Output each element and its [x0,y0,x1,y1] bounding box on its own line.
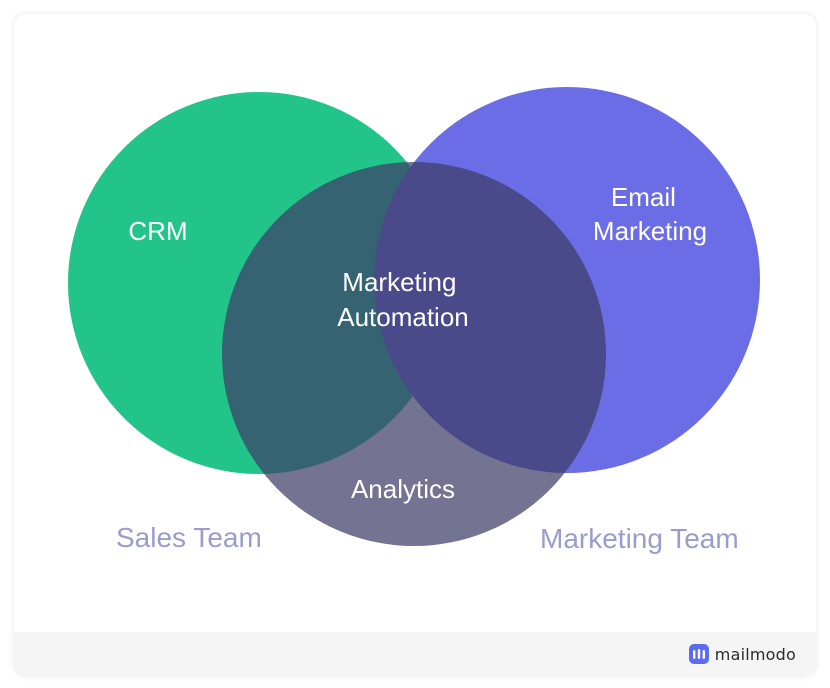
email-marketing-label-line2: Marketing [593,216,707,246]
mailmodo-logo-glyph [692,649,705,659]
email-marketing-label-line1: Email [611,182,676,212]
brand: mailmodo [688,643,796,665]
brand-name: mailmodo [714,644,796,664]
analytics-label: Analytics [351,474,455,504]
venn-diagram: CRM Email Marketing Marketing Automation… [68,87,760,546]
marketing-automation-label-line1: Marketing [342,267,456,297]
crm-label: CRM [128,216,187,246]
footer-bar: mailmodo [14,632,816,676]
marketing-automation-label-line2: Automation [337,302,469,332]
sales-team-label: Sales Team [116,522,262,553]
marketing-automation-label: Marketing Automation [337,267,469,332]
mailmodo-logo-icon [688,644,709,664]
analytics-circle [222,162,606,546]
diagram-card: CRM Email Marketing Marketing Automation… [14,14,816,676]
marketing-team-label: Marketing Team [540,523,739,554]
email-marketing-label: Email Marketing [593,182,707,246]
